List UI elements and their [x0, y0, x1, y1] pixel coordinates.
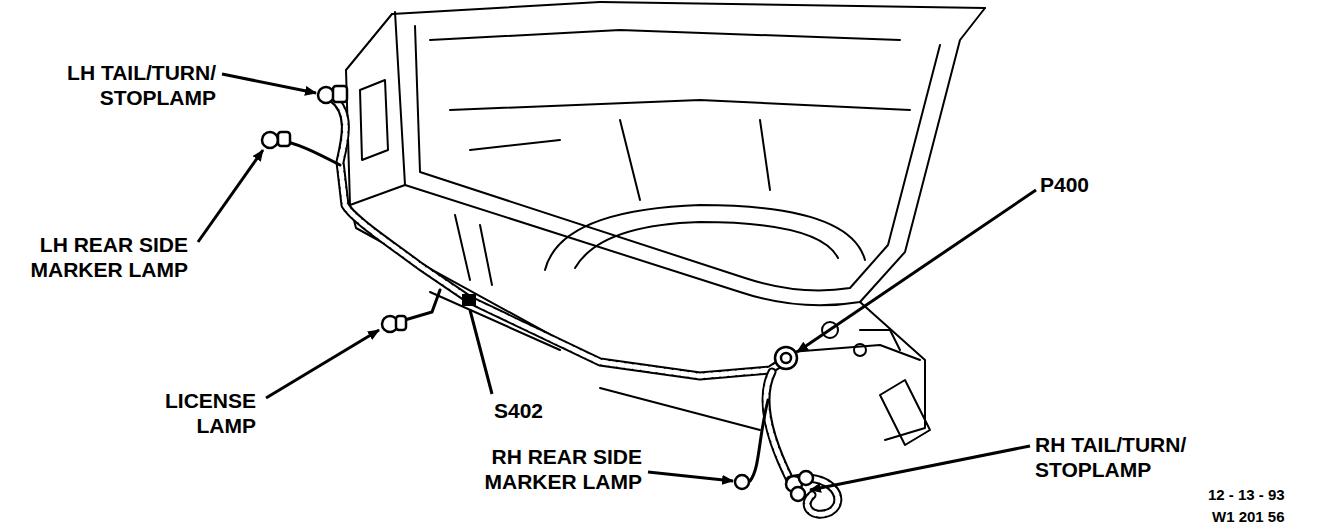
lamp-label: RH TAIL/TURN/ STOPLAMP: [1035, 432, 1235, 482]
splice-label: S402: [494, 398, 543, 423]
lamp-label: LH REAR SIDE MARKER LAMP: [23, 232, 188, 282]
lamp-label: LH TAIL/TURN/ STOPLAMP: [16, 60, 216, 110]
connectors: [262, 86, 813, 501]
figure-number: W1 201 56: [1212, 508, 1285, 526]
splice-mark: [462, 294, 476, 306]
date-code: 12 - 13 - 93: [1208, 486, 1285, 504]
wiring-harness: [332, 98, 838, 514]
lamp-label: LICENSE LAMP: [141, 388, 256, 438]
lamp-label: RH REAR SIDE MARKER LAMP: [477, 444, 642, 494]
car-body: [346, 2, 985, 445]
branch-wires: [277, 140, 768, 481]
leader-lines: [198, 74, 1036, 490]
connector-label: P400: [1040, 172, 1089, 197]
